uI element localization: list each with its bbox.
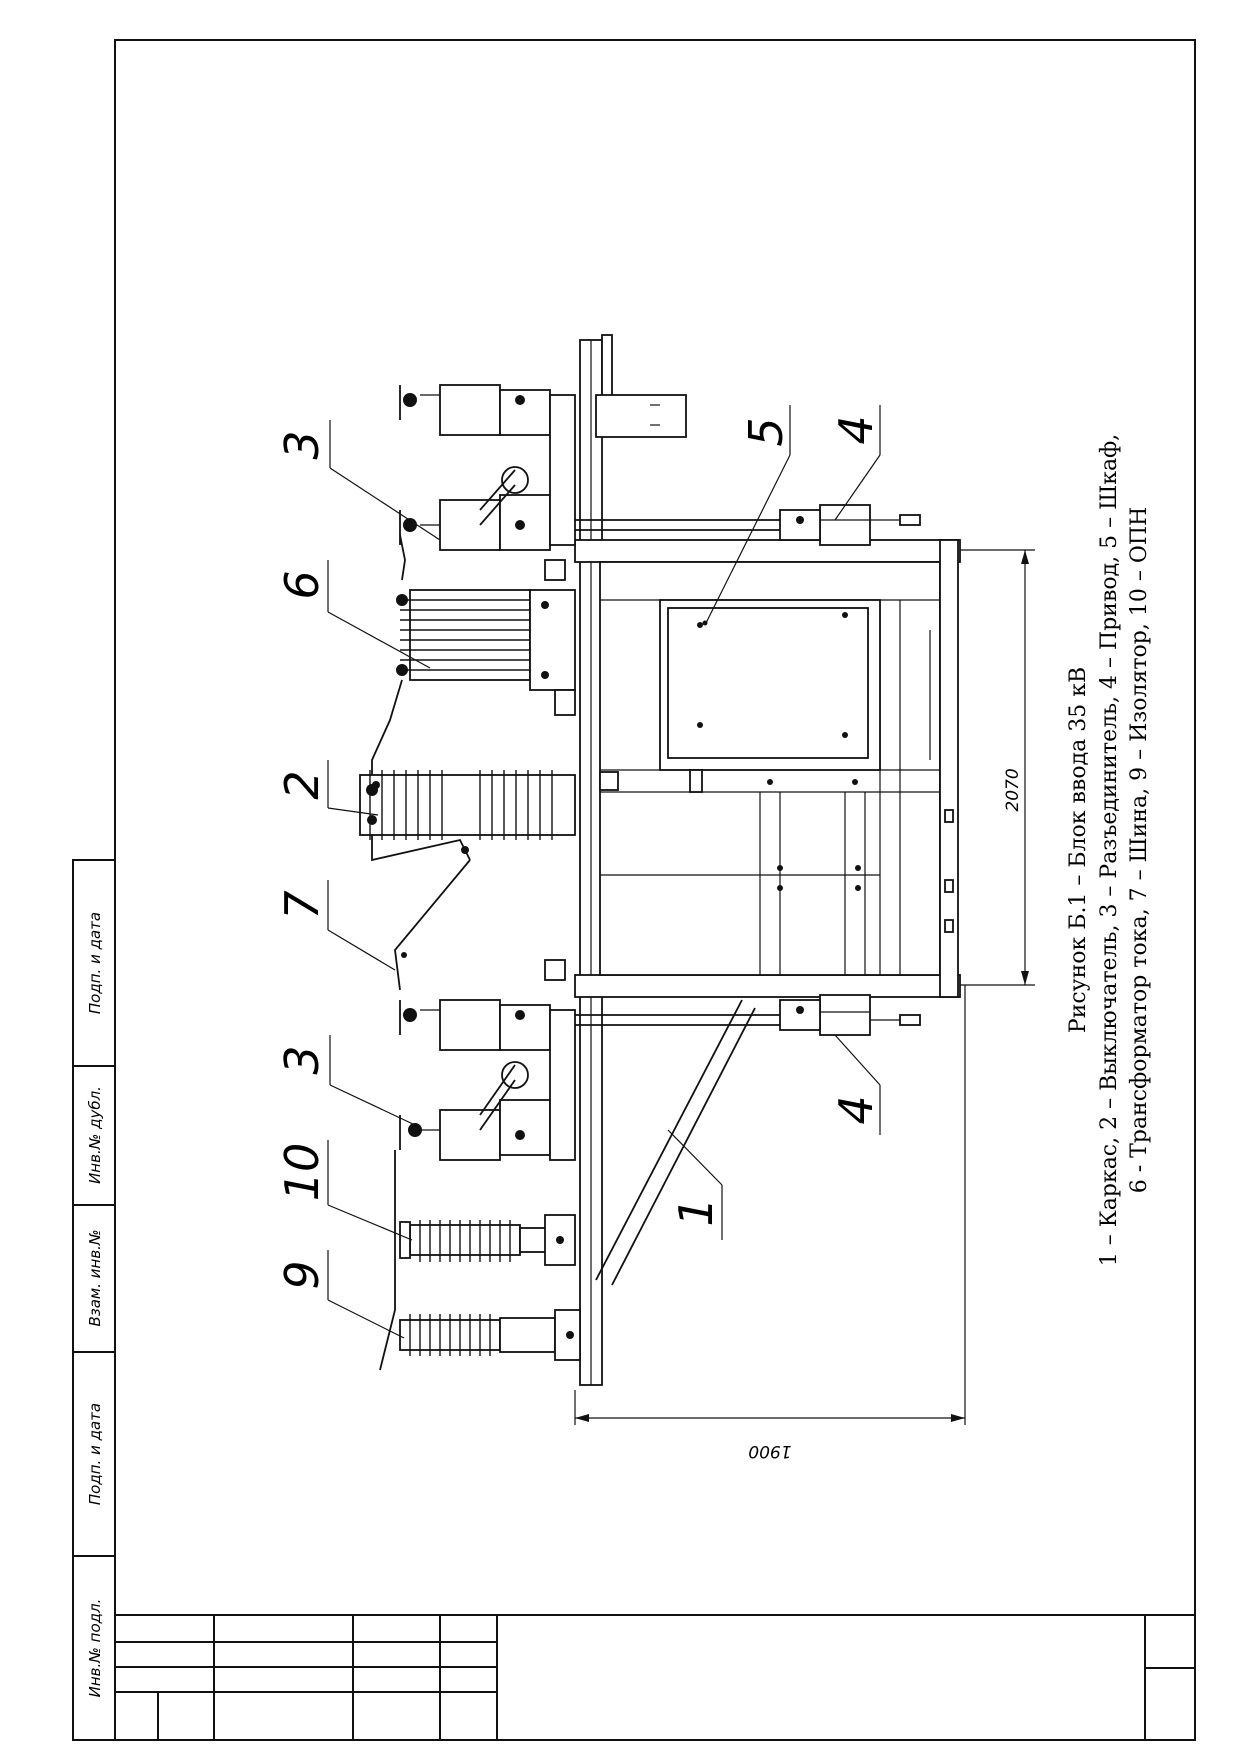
stamp-field-sign-date-1: Подп. и дата — [86, 912, 104, 1014]
input-block-assembly — [359, 334, 961, 1386]
busbar-part-7 — [371, 534, 471, 1371]
cabinet-part-5 — [667, 607, 869, 759]
callout-9: 9 — [275, 1260, 329, 1289]
dimension-label-2070: 2070 — [1003, 768, 1023, 811]
dimension-2070: 2070 — [960, 549, 1035, 986]
caption-legend-line-1: 1 – Каркас, 2 – Выключатель, 3 – Разъеди… — [1097, 434, 1122, 1267]
callout-7: 7 — [275, 890, 329, 919]
drive-upper — [779, 504, 921, 546]
callout-1: 1 — [669, 1197, 723, 1226]
stamp-field-dup-inv: Инв.№ дубл. — [86, 1086, 104, 1184]
disconnector-upper — [399, 384, 576, 551]
callout-4-lower: 4 — [829, 1095, 883, 1124]
stamp-field-original-inv: Инв.№ подл. — [86, 1599, 104, 1698]
callout-3-lower: 3 — [275, 1045, 329, 1074]
callout-6: 6 — [275, 570, 329, 599]
callout-10: 10 — [275, 1143, 329, 1202]
caption-title: Рисунок Б.1 – Блок ввода 35 кВ — [1066, 667, 1091, 1033]
callout-3-upper: 3 — [275, 430, 329, 459]
figure-caption: Рисунок Б.1 – Блок ввода 35 кВ 1 – Карка… — [1066, 434, 1152, 1267]
caption-legend-line-2: 6 - Трансформатор тока, 7 – Шина, 9 – Из… — [1127, 507, 1152, 1193]
surge-arrester-part-10 — [399, 1214, 576, 1266]
stamp-field-sign-date-2: Подп. и дата — [86, 1403, 104, 1505]
dimension-label-1900: 1900 — [748, 1441, 791, 1461]
stamp-field-replace-inv: Взам. инв.№ — [86, 1229, 104, 1326]
callout-2: 2 — [275, 770, 329, 799]
breaker-part-2 — [359, 770, 576, 840]
dimension-1900: 1900 — [574, 985, 966, 1461]
callout-4-upper: 4 — [829, 415, 883, 444]
insulator-part-9 — [399, 1309, 581, 1361]
callouts: 3 6 2 7 3 10 9 5 4 4 — [275, 405, 883, 1339]
frame-part-1 — [579, 334, 756, 1386]
drive-lower — [779, 994, 921, 1036]
disconnector-lower — [399, 999, 576, 1161]
current-transformer-part-6 — [396, 589, 576, 691]
callout-5: 5 — [739, 417, 793, 446]
left-stamp-strip: Подп. и дата Инв.№ дубл. Взам. инв.№ Под… — [72, 859, 116, 1741]
title-block — [115, 1614, 1195, 1740]
